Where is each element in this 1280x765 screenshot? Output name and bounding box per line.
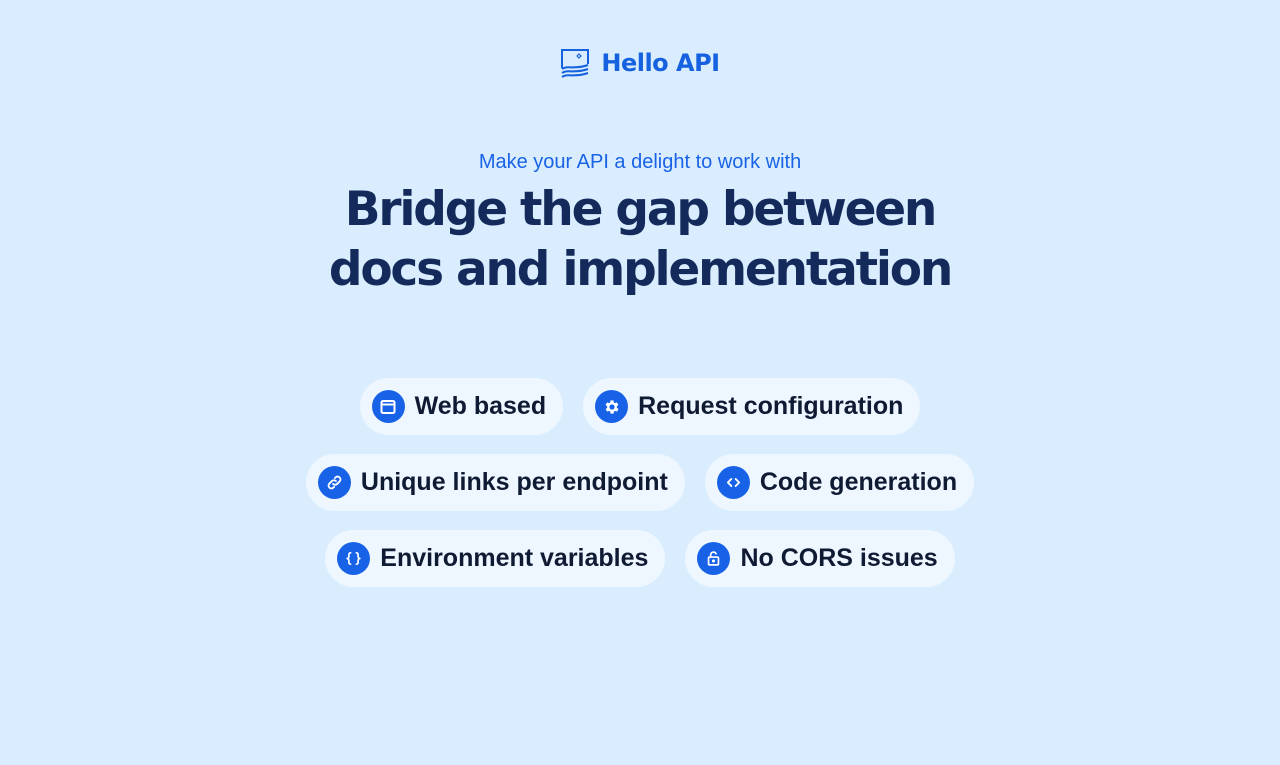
curly-braces-icon	[337, 542, 371, 575]
link-icon	[317, 466, 351, 499]
feature-pill-unique-links: Unique links per endpoint	[305, 454, 685, 511]
feature-label: Code generation	[759, 468, 958, 496]
brand-logo[interactable]: Hello API	[0, 48, 1280, 78]
feature-row: Unique links per endpoint Code generatio…	[305, 454, 975, 511]
feature-label: Unique links per endpoint	[360, 468, 668, 496]
hero-headline: Bridge the gap between docs and implemen…	[0, 180, 1280, 300]
feature-list: Web based Request configuration Unique l…	[0, 378, 1280, 587]
browser-window-icon	[371, 390, 405, 423]
feature-row: Web based Request configuration	[359, 378, 921, 435]
window-waves-icon	[560, 48, 590, 78]
headline-line-2: docs and implementation	[328, 242, 953, 297]
feature-label: Request configuration	[638, 392, 904, 420]
brand-name: Hello API	[601, 49, 720, 77]
gear-icon	[595, 390, 629, 423]
feature-row: Environment variables No CORS issues	[325, 530, 955, 587]
feature-label: Web based	[414, 392, 547, 420]
feature-pill-no-cors: No CORS issues	[685, 530, 955, 587]
hero-eyebrow: Make your API a delight to work with	[478, 151, 802, 173]
feature-pill-web-based: Web based	[359, 378, 564, 435]
code-brackets-icon	[716, 466, 750, 499]
headline-line-1: Bridge the gap between	[344, 182, 938, 237]
feature-label: Environment variables	[380, 544, 649, 572]
feature-pill-code-generation: Code generation	[704, 454, 975, 511]
feature-pill-request-configuration: Request configuration	[583, 378, 921, 435]
feature-label: No CORS issues	[740, 544, 938, 572]
unlock-icon	[697, 542, 731, 575]
feature-pill-environment-variables: Environment variables	[325, 530, 666, 587]
